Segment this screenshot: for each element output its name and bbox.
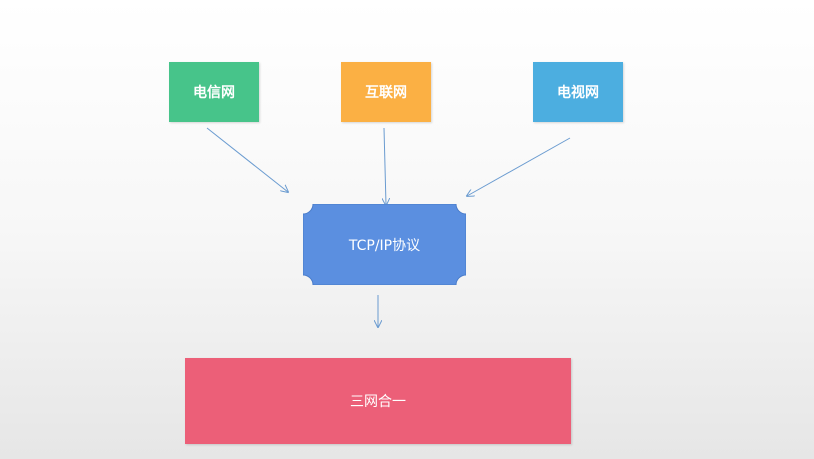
- tcp-label: TCP/IP协议: [348, 237, 421, 254]
- arrow-internet-to-tcp: [384, 127, 386, 205]
- tcp-box-shape: [303, 204, 466, 285]
- arrow-tv-to-tcp: [467, 137, 571, 196]
- triple-play-label: 三网合一: [350, 394, 406, 410]
- tv-label: 电视网: [557, 85, 599, 101]
- internet-box: 互联网: [341, 62, 431, 122]
- triple-play-box: 三网合一: [185, 358, 571, 444]
- telecom-network-box: 电信网: [169, 62, 259, 122]
- internet-label: 互联网: [365, 85, 407, 101]
- arrow-telecom-to-tcp: [206, 127, 288, 192]
- tv-network-box: 电视网: [533, 62, 623, 122]
- tcp-ip-protocol-box: TCP/IP协议: [303, 204, 466, 285]
- telecom-label: 电信网: [193, 85, 235, 101]
